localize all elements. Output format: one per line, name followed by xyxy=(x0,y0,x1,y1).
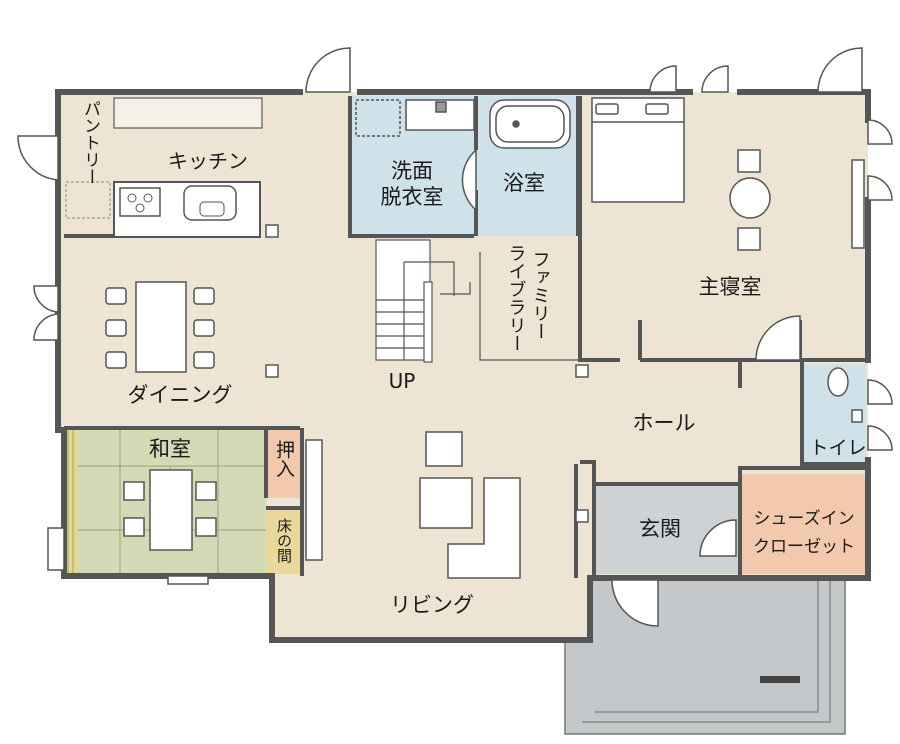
room-label-bath: 浴室 xyxy=(503,171,545,195)
oshiire-floor xyxy=(266,428,302,498)
room-label-washroom-line1: 洗面 xyxy=(391,159,433,183)
washbasin-icon xyxy=(851,409,863,423)
door-icon xyxy=(305,47,351,93)
room-label-tokonoma: 床の間 xyxy=(275,518,293,564)
door-icon xyxy=(867,175,893,201)
dining-table xyxy=(135,281,187,373)
room-label-living: リビング xyxy=(390,593,474,617)
window-icon xyxy=(167,575,209,585)
doors xyxy=(17,47,893,627)
sofa-icon xyxy=(447,477,521,579)
bay-window xyxy=(851,159,865,249)
window-icon xyxy=(47,527,65,571)
doormat xyxy=(760,676,800,683)
room-label-washitsu: 和室 xyxy=(149,437,191,461)
chair-icon xyxy=(105,351,127,369)
cushion-icon xyxy=(195,481,217,501)
door-icon xyxy=(17,135,59,181)
bedroom-furniture xyxy=(591,97,865,251)
chair-icon xyxy=(105,319,127,337)
room-label-family-library-line1: ファミリー xyxy=(530,250,551,340)
room-label-shoes-closet-line2: クローゼット xyxy=(753,537,855,557)
kitchen-counters xyxy=(65,97,263,238)
exterior-walls xyxy=(55,89,871,643)
chair-icon xyxy=(737,149,761,173)
room-label-oshiire: 押入 xyxy=(273,440,295,478)
door-icon xyxy=(33,313,59,341)
door-icon xyxy=(33,285,59,313)
coffee-table xyxy=(419,477,473,529)
chair-icon xyxy=(193,319,215,337)
chair-icon xyxy=(105,287,127,305)
door-icon xyxy=(867,379,893,405)
door-icon xyxy=(699,519,737,557)
columns xyxy=(265,224,589,523)
tokonoma-floor xyxy=(266,508,302,574)
room-labels: パントリー キッチン 洗面 脱衣室 浴室 ファミリー ライブラリー 主寝室 ダイ… xyxy=(80,100,867,617)
low-table xyxy=(149,469,193,551)
chair-icon xyxy=(193,351,215,369)
room-label-dining: ダイニング xyxy=(128,383,233,407)
shoes-closet-floor xyxy=(742,474,866,574)
room-label-toilet: トイレ xyxy=(809,437,866,459)
room-label-master-bedroom: 主寝室 xyxy=(699,275,762,299)
armchair-icon xyxy=(425,431,463,467)
tv-board xyxy=(305,439,323,561)
washitsu-table-set xyxy=(123,469,217,551)
door-icon xyxy=(701,65,729,93)
cushion-icon xyxy=(195,517,217,537)
room-label-family-library-line2: ライブラリー xyxy=(506,244,527,352)
bed-icon xyxy=(591,97,685,203)
door-icon xyxy=(867,119,893,145)
door-icon xyxy=(867,425,893,451)
door-icon xyxy=(649,65,677,93)
washroom-fixtures xyxy=(355,99,571,149)
staircase xyxy=(375,239,578,363)
cushion-icon xyxy=(123,517,145,537)
door-icon xyxy=(611,579,659,627)
room-label-entrance: 玄関 xyxy=(639,517,681,541)
pantry-shelf xyxy=(65,181,111,219)
door-icon xyxy=(817,47,863,93)
porch xyxy=(564,579,846,735)
chair-icon xyxy=(737,227,761,251)
room-label-kitchen: キッチン xyxy=(168,149,248,173)
door-icon xyxy=(461,148,477,212)
room-label-stairs-up: UP xyxy=(389,369,416,393)
door-icon xyxy=(755,315,801,361)
toilet-icon xyxy=(827,367,849,397)
room-label-hall: ホール xyxy=(633,411,696,435)
dining-set xyxy=(105,281,215,373)
stove-icon xyxy=(119,187,161,217)
chair-icon xyxy=(193,287,215,305)
round-table xyxy=(729,177,771,219)
cushion-icon xyxy=(123,481,145,501)
washing-machine xyxy=(355,99,401,137)
living-furniture xyxy=(305,431,521,579)
room-label-washroom-line2: 脱衣室 xyxy=(381,185,444,209)
room-label-shoes-closet-line1: シューズイン xyxy=(753,509,854,529)
room-label-pantry: パントリー xyxy=(80,100,100,185)
toilet-fixture xyxy=(827,367,863,423)
